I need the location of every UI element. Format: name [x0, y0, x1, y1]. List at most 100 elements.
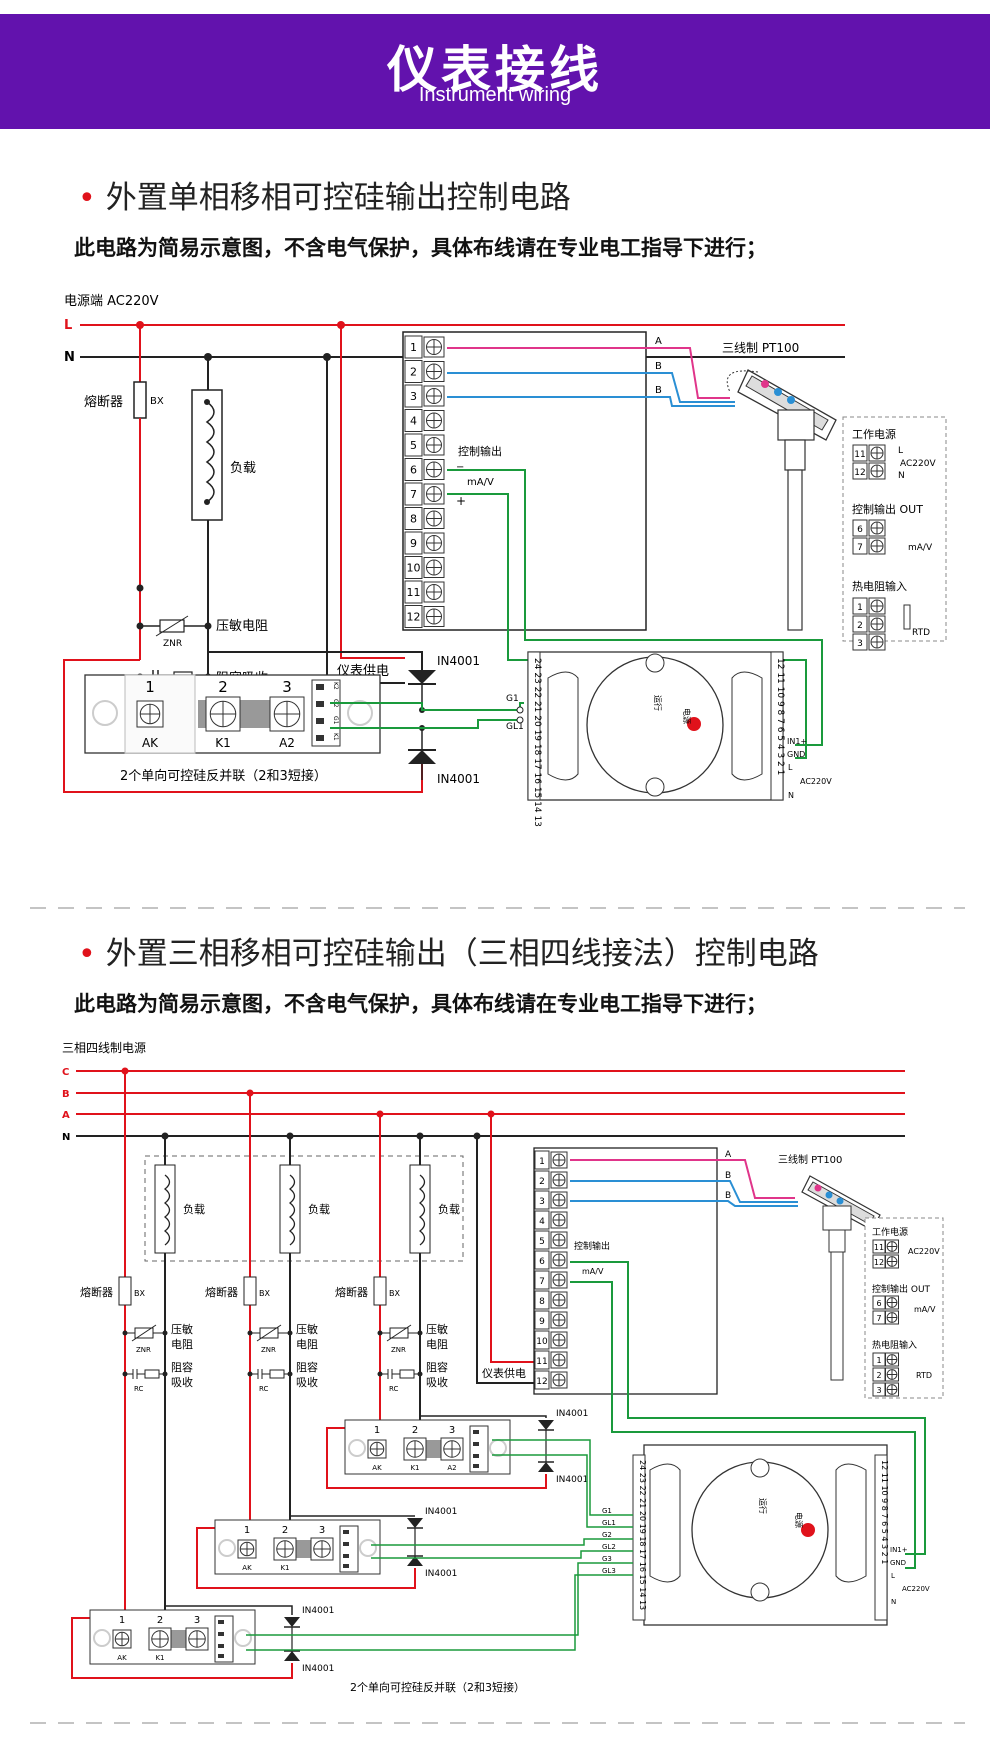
- legend-ma: mA/V: [908, 543, 933, 553]
- gate-label: GL3: [602, 1567, 616, 1575]
- module-N-label-3p: N: [891, 1598, 896, 1606]
- legend-screw-icon: [868, 537, 886, 555]
- scr-terminal-number: 2: [218, 678, 228, 696]
- diode-label: IN4001: [302, 1606, 334, 1616]
- legend-power-title-3p: 工作电源: [872, 1226, 908, 1238]
- legend-terminal-number: 6: [876, 1299, 881, 1308]
- varistor-label: 电阻: [426, 1338, 448, 1351]
- scr-pin-label: K1: [155, 1654, 164, 1662]
- load-label: 负载: [438, 1202, 460, 1216]
- diode-icon: [538, 1462, 554, 1472]
- diode-icon: [284, 1617, 300, 1627]
- terminal-screw-icon: [423, 459, 445, 480]
- terminal-number: 3: [410, 390, 417, 403]
- varistor-label: 压敏电阻: [216, 619, 268, 634]
- module-left-terminals: 24 23 22 21 20 19 18 17 16 15 14 13: [532, 658, 542, 827]
- diode-label: IN4001: [425, 1507, 457, 1517]
- rc-label: 吸收: [296, 1375, 318, 1389]
- terminal-number: 4: [410, 415, 417, 428]
- fuse-icon: [243, 1276, 257, 1306]
- fuse-label: 熔断器: [84, 395, 123, 410]
- scr-caption-3p: 2个单向可控硅反并联（2和3短接）: [350, 1680, 525, 1694]
- terminal-screw-icon: [423, 532, 445, 554]
- ctrl-output-label-3p: 控制输出: [574, 1240, 610, 1252]
- legend-terminal-number: 1: [876, 1356, 881, 1365]
- module-ac-label-3p: AC220V: [902, 1585, 930, 1593]
- line-N-label-3p: N: [62, 1132, 70, 1143]
- module-right-terminals-3p: 12 11 10 9 8 7 6 5 4 3 2 1: [880, 1460, 889, 1564]
- ma-label-3p: mA/V: [582, 1267, 604, 1276]
- terminal-screw-icon: [550, 1351, 568, 1369]
- scr-terminal-number: 3: [194, 1615, 200, 1626]
- legend-terminal-number: 11: [874, 1243, 884, 1252]
- terminal-number: 2: [539, 1177, 545, 1187]
- legend-ac-3p: AC220V: [908, 1247, 940, 1256]
- scr-screw-icon: [136, 700, 164, 728]
- pt100-label: 三线制 PT100: [722, 341, 799, 355]
- terminal-screw-icon: [550, 1211, 568, 1229]
- legend-screw-icon: [885, 1367, 899, 1382]
- g1-label: G1: [506, 694, 519, 704]
- wire-tag-b2: B: [655, 385, 662, 396]
- terminal-screw-icon: [550, 1251, 568, 1269]
- terminal-number: 1: [539, 1157, 545, 1167]
- pt100-sensor-icon: [726, 369, 837, 631]
- rc-label: 吸收: [426, 1375, 448, 1389]
- diode-label: IN4001: [425, 1569, 457, 1579]
- module-N-label: N: [788, 791, 794, 800]
- scr-terminal-number: 1: [145, 678, 155, 696]
- terminal-number: 3: [539, 1197, 545, 1207]
- rc-tag: RC: [259, 1385, 269, 1393]
- line-L-label: L: [64, 318, 72, 333]
- scr-pin-label: A2: [279, 736, 295, 750]
- diode-bottom-icon: [408, 725, 436, 780]
- scr-side-label: G1: [332, 716, 339, 725]
- fuse-icon: [118, 1276, 132, 1306]
- load-label: 负载: [308, 1202, 330, 1216]
- line-B-label: B: [62, 1089, 70, 1100]
- legend-terminal-number: 12: [874, 1258, 884, 1267]
- rc-label: 阻容: [426, 1360, 448, 1374]
- scr-terminal-number: 1: [244, 1525, 250, 1536]
- terminal-number: 2: [410, 366, 417, 379]
- page-title: 仪表接线: [387, 41, 603, 99]
- scr-terminal-number: 2: [157, 1615, 163, 1626]
- bullet-icon: •: [78, 181, 96, 216]
- terminal-screw-icon: [550, 1371, 568, 1389]
- module-L-label-3p: L: [891, 1572, 895, 1580]
- legend-terminal-number: 11: [854, 450, 865, 460]
- legend-screw-icon: [868, 444, 886, 462]
- power-led-icon-3p: [801, 1523, 815, 1537]
- section1-note: 此电路为简易示意图，不含电气保护，具体布线请在专业电工指导下进行；: [74, 236, 767, 260]
- scr-screw-icon: [205, 696, 241, 732]
- module-power-label-3p: 电源: [794, 1512, 804, 1528]
- section2-title: •外置三相移相可控硅输出（三相四线接法）控制电路: [78, 936, 819, 972]
- wire-tag-b1: B: [655, 361, 662, 372]
- legend-out-title: 控制输出 OUT: [852, 502, 923, 516]
- fuse-label: 熔断器: [205, 1285, 238, 1299]
- legend-screw-icon: [868, 597, 886, 615]
- terminal-screw-icon: [423, 434, 445, 456]
- gl1-label: GL1: [506, 722, 524, 732]
- module-gnd-label: GND: [787, 750, 805, 759]
- load-coil-icon: [154, 1164, 176, 1254]
- terminal-number: 4: [539, 1217, 545, 1227]
- terminal-number: 7: [410, 488, 417, 501]
- line-C-label: C: [62, 1067, 69, 1078]
- legend-terminal-number: 7: [857, 543, 863, 553]
- scr-pin-label: AK: [242, 1564, 252, 1572]
- terminal-screw-icon: [550, 1231, 568, 1249]
- varistor-label: 压敏: [171, 1322, 193, 1336]
- terminal-number: 11: [407, 586, 421, 599]
- scr-terminal-number: 2: [412, 1425, 418, 1436]
- terminal-screw-icon: [423, 581, 445, 603]
- legend-power-title: 工作电源: [852, 427, 896, 441]
- terminal-number: 10: [407, 562, 421, 575]
- bullet-icon: •: [78, 937, 96, 972]
- varistor-tag: ZNR: [391, 1346, 406, 1354]
- load-label: 负载: [183, 1202, 205, 1216]
- gate-label: G2: [602, 1531, 612, 1539]
- terminal-screw-icon: [423, 483, 445, 505]
- load-coil-icon: [409, 1164, 431, 1254]
